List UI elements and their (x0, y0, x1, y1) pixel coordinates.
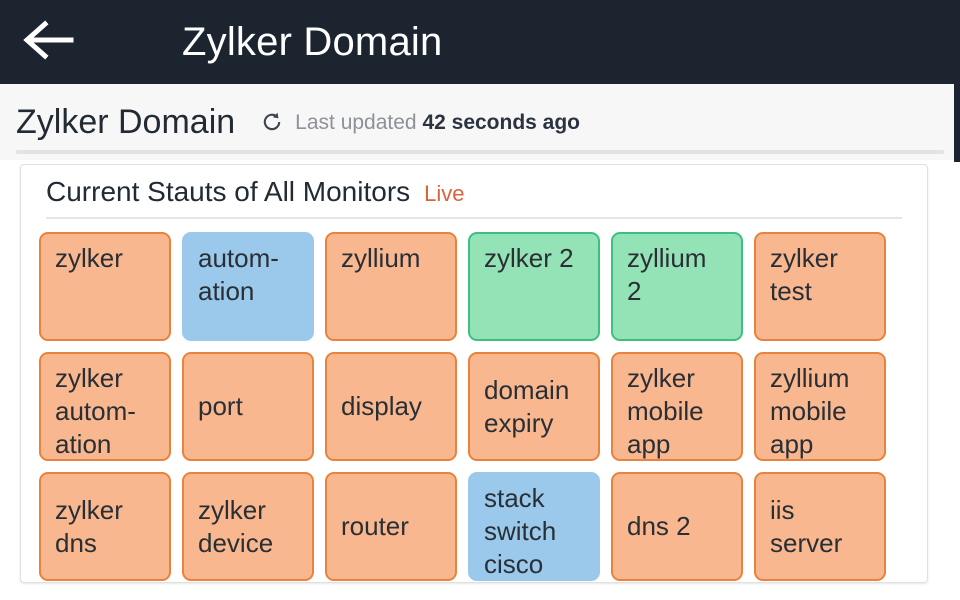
monitor-tile[interactable]: zylker 2 (468, 231, 600, 341)
monitor-tile-label: expiry (484, 408, 554, 439)
monitor-tile-label: zylker (55, 242, 123, 273)
monitor-tile[interactable]: port (182, 351, 314, 461)
back-arrow-icon (21, 19, 75, 65)
card-divider (46, 216, 902, 219)
subheader-divider (16, 150, 944, 154)
monitor-tile-label: test (770, 275, 812, 306)
monitor-tile-label: router (341, 511, 409, 542)
monitor-tile-label: device (198, 528, 274, 559)
monitor-tile-label: autom- (198, 242, 279, 273)
monitor-tile-label: iis (770, 494, 795, 525)
monitor-tile[interactable]: display (325, 351, 457, 461)
back-button[interactable] (0, 0, 96, 84)
card-header: Current Stauts of All Monitors Live (21, 165, 927, 209)
monitor-tile-label: zylker (770, 242, 838, 273)
monitor-tile-label: zyllium (627, 242, 707, 273)
monitor-tile-label: dns 2 (627, 511, 691, 542)
monitor-tile-label: zyllium (341, 242, 421, 273)
monitor-tile-label: dns (55, 528, 97, 559)
right-edge-strip (954, 84, 960, 162)
last-updated-label: Last updated (295, 110, 417, 134)
monitor-tile[interactable]: autom-ation (182, 231, 314, 341)
monitor-tile-label: ation (198, 275, 255, 306)
monitor-tile[interactable]: zyllium (325, 231, 457, 341)
monitor-tile-label: zyllium (770, 362, 850, 393)
app-bar: Zylker Domain (0, 0, 960, 84)
monitor-tile[interactable]: router (325, 471, 457, 581)
page-title: Zylker Domain (16, 103, 236, 141)
monitor-tile-label: server (770, 528, 843, 559)
monitor-tile-label: zylker (198, 494, 266, 525)
page-subheader: Zylker Domain Last updated 42 seconds ag… (0, 84, 960, 160)
last-updated-value: 42 seconds ago (422, 110, 581, 134)
monitor-tile-label: zylker (627, 362, 695, 393)
card-title: Current Stauts of All Monitors (46, 176, 411, 207)
monitors-card: Current Stauts of All Monitors Live zylk… (20, 164, 928, 583)
monitor-tile-label: autom- (55, 395, 136, 426)
monitor-tile[interactable]: dns 2 (611, 471, 743, 581)
monitor-tile-label: domain (484, 374, 570, 405)
app-bar-title: Zylker Domain (182, 20, 443, 64)
refresh-icon[interactable] (261, 111, 283, 133)
monitor-tile-label: zylker (55, 494, 123, 525)
monitor-tile-label: switch (484, 515, 557, 546)
last-updated-text: Last updated 42 seconds ago (295, 112, 580, 133)
monitor-tile-label: display (341, 391, 422, 422)
monitor-tile-label: cisco (484, 549, 544, 580)
monitor-tile[interactable]: zylker (39, 231, 171, 341)
monitor-tile-label: app (627, 429, 671, 460)
monitor-tile-label: port (198, 391, 243, 422)
live-badge: Live (424, 181, 465, 206)
monitor-tile-label: zylker (55, 362, 123, 393)
monitor-tile-label: ation (55, 429, 112, 460)
monitor-tile[interactable]: iis server (754, 471, 886, 581)
monitor-tile-label: stack (484, 482, 545, 513)
monitor-tile-label: app (770, 429, 814, 460)
monitor-tile-label: zylker 2 (484, 242, 574, 273)
monitor-tile-label: 2 (627, 275, 642, 306)
monitor-tile-label: mobile (770, 395, 847, 426)
monitor-tile-label: mobile (627, 395, 704, 426)
